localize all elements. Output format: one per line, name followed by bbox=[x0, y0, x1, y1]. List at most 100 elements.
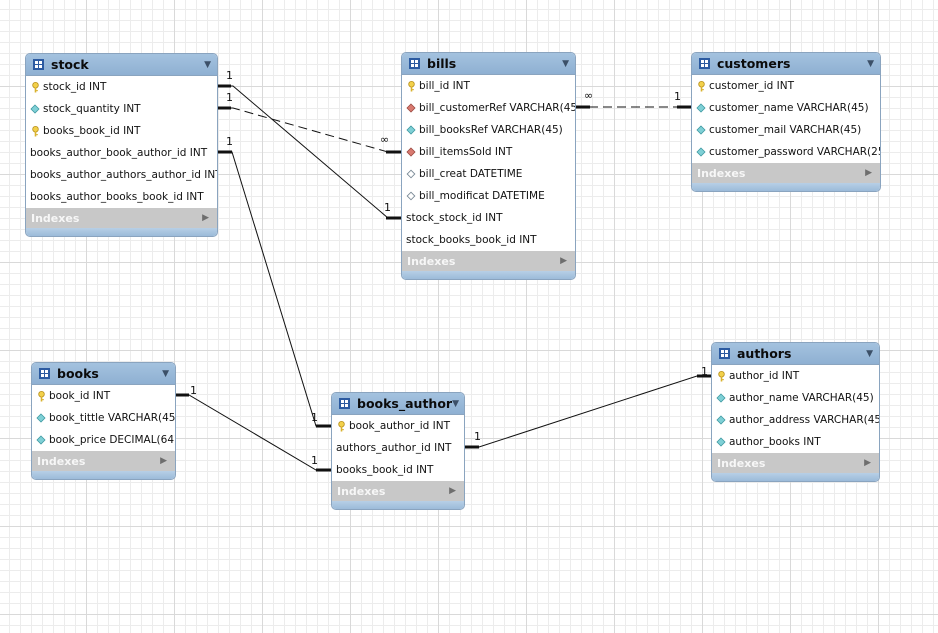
entity-title: bills bbox=[427, 56, 457, 71]
relationship-from-label: 1 bbox=[474, 430, 481, 443]
triangle-right-icon[interactable]: ▶ bbox=[865, 168, 872, 178]
entity-footer bbox=[32, 471, 175, 479]
diamond-icon bbox=[406, 125, 416, 135]
chevron-down-icon[interactable]: ▼ bbox=[867, 58, 874, 69]
entity-footer bbox=[402, 271, 575, 279]
column-row[interactable]: author_books INT bbox=[712, 431, 879, 453]
triangle-right-icon[interactable]: ▶ bbox=[202, 213, 209, 223]
fk-diamond-icon bbox=[406, 147, 416, 157]
column-row[interactable]: stock_stock_id INT bbox=[402, 207, 575, 229]
entity-title: books bbox=[57, 366, 99, 381]
relationship-to-label: 1 bbox=[311, 454, 318, 467]
relationship-books-author-authors[interactable]: 1 1 bbox=[464, 365, 711, 449]
column-row[interactable]: bill_id INT bbox=[402, 75, 575, 97]
triangle-right-icon[interactable]: ▶ bbox=[160, 456, 167, 466]
relationship-stock-bills-stock[interactable]: 1 1 bbox=[217, 69, 401, 220]
column-row[interactable]: author_address VARCHAR(45) bbox=[712, 409, 879, 431]
column-label: author_address VARCHAR(45) bbox=[729, 414, 880, 426]
indexes-label: Indexes bbox=[31, 211, 80, 225]
entity-header[interactable]: books ▼ bbox=[32, 363, 175, 385]
chevron-down-icon[interactable]: ▼ bbox=[162, 368, 169, 379]
column-row[interactable]: book_tittle VARCHAR(45) bbox=[32, 407, 175, 429]
chevron-down-icon[interactable]: ▼ bbox=[866, 348, 873, 359]
triangle-right-icon[interactable]: ▶ bbox=[449, 486, 456, 496]
column-row[interactable]: books_book_id INT bbox=[332, 459, 464, 481]
key-icon bbox=[30, 125, 40, 136]
indexes-label: Indexes bbox=[337, 484, 386, 498]
column-row[interactable]: books_author_authors_author_id INT bbox=[26, 164, 217, 186]
indexes-bar[interactable]: Indexes ▶ bbox=[692, 163, 880, 183]
indexes-label: Indexes bbox=[407, 254, 456, 268]
column-label: bill_creat DATETIME bbox=[419, 168, 523, 180]
key-icon bbox=[406, 80, 416, 91]
entity-footer bbox=[712, 473, 879, 481]
indexes-bar[interactable]: Indexes ▶ bbox=[32, 451, 175, 471]
column-label: author_books INT bbox=[729, 436, 821, 448]
column-row[interactable]: stock_books_book_id INT bbox=[402, 229, 575, 251]
table-icon bbox=[719, 348, 730, 359]
column-row[interactable]: authors_author_id INT bbox=[332, 437, 464, 459]
column-label: books_book_id INT bbox=[336, 464, 434, 476]
column-row[interactable]: bill_modificat DATETIME bbox=[402, 185, 575, 207]
column-row[interactable]: bill_booksRef VARCHAR(45) bbox=[402, 119, 575, 141]
column-row[interactable]: book_id INT bbox=[32, 385, 175, 407]
column-row[interactable]: book_price DECIMAL(64) bbox=[32, 429, 175, 451]
indexes-bar[interactable]: Indexes ▶ bbox=[402, 251, 575, 271]
table-icon bbox=[39, 368, 50, 379]
column-row[interactable]: customer_password VARCHAR(25) bbox=[692, 141, 880, 163]
entity-header[interactable]: books_author ▼ bbox=[332, 393, 464, 415]
column-row[interactable]: stock_quantity INT bbox=[26, 98, 217, 120]
column-label: customer_name VARCHAR(45) bbox=[709, 102, 869, 114]
column-label: books_book_id INT bbox=[43, 125, 141, 137]
relationship-stock-books-author[interactable]: 1 1 bbox=[217, 135, 331, 428]
chevron-down-icon[interactable]: ▼ bbox=[204, 59, 211, 70]
entity-footer bbox=[26, 228, 217, 236]
column-row[interactable]: author_id INT bbox=[712, 365, 879, 387]
column-row[interactable]: bill_customerRef VARCHAR(45) bbox=[402, 97, 575, 119]
indexes-bar[interactable]: Indexes ▶ bbox=[26, 208, 217, 228]
column-row[interactable]: customer_name VARCHAR(45) bbox=[692, 97, 880, 119]
hollow-diamond-icon bbox=[406, 191, 416, 201]
chevron-down-icon[interactable]: ▼ bbox=[562, 58, 569, 69]
column-label: bill_modificat DATETIME bbox=[419, 190, 545, 202]
column-row[interactable]: bill_itemsSold INT bbox=[402, 141, 575, 163]
column-row[interactable]: book_author_id INT bbox=[332, 415, 464, 437]
column-row[interactable]: books_author_book_author_id INT bbox=[26, 142, 217, 164]
entity-authors[interactable]: authors ▼ author_id INT author_name VARCH… bbox=[711, 342, 880, 482]
triangle-right-icon[interactable]: ▶ bbox=[560, 256, 567, 266]
column-row[interactable]: books_author_books_book_id INT bbox=[26, 186, 217, 208]
entity-header[interactable]: customers ▼ bbox=[692, 53, 880, 75]
chevron-down-icon[interactable]: ▼ bbox=[452, 398, 460, 409]
triangle-right-icon[interactable]: ▶ bbox=[864, 458, 871, 468]
entity-header[interactable]: bills ▼ bbox=[402, 53, 575, 75]
hollow-diamond-icon bbox=[406, 169, 416, 179]
column-label: author_name VARCHAR(45) bbox=[729, 392, 874, 404]
relationship-from-label: ∞ bbox=[584, 89, 593, 102]
entity-books[interactable]: books ▼ book_id INT book_tittle VARCHAR(4… bbox=[31, 362, 176, 480]
entity-title: customers bbox=[717, 56, 791, 71]
column-row[interactable]: stock_id INT bbox=[26, 76, 217, 98]
relationship-books-books-author[interactable]: 1 1 bbox=[175, 384, 331, 472]
column-row[interactable]: customer_mail VARCHAR(45) bbox=[692, 119, 880, 141]
table-icon bbox=[409, 58, 420, 69]
column-row[interactable]: books_book_id INT bbox=[26, 120, 217, 142]
column-label: customer_id INT bbox=[709, 80, 794, 92]
indexes-bar[interactable]: Indexes ▶ bbox=[712, 453, 879, 473]
entity-header[interactable]: authors ▼ bbox=[712, 343, 879, 365]
entity-title: stock bbox=[51, 57, 89, 72]
indexes-bar[interactable]: Indexes ▶ bbox=[332, 481, 464, 501]
indexes-label: Indexes bbox=[37, 454, 86, 468]
column-row[interactable]: bill_creat DATETIME bbox=[402, 163, 575, 185]
table-icon bbox=[339, 398, 350, 409]
column-label: book_tittle VARCHAR(45) bbox=[49, 412, 176, 424]
column-row[interactable]: author_name VARCHAR(45) bbox=[712, 387, 879, 409]
relationship-stock-bills-items[interactable]: 1 ∞ bbox=[217, 91, 401, 154]
entity-header[interactable]: stock ▼ bbox=[26, 54, 217, 76]
relationship-bills-customers[interactable]: ∞ 1 bbox=[575, 89, 692, 109]
entity-customers[interactable]: customers ▼ customer_id INT customer_name… bbox=[691, 52, 881, 192]
column-row[interactable]: customer_id INT bbox=[692, 75, 880, 97]
column-label: author_id INT bbox=[729, 370, 800, 382]
